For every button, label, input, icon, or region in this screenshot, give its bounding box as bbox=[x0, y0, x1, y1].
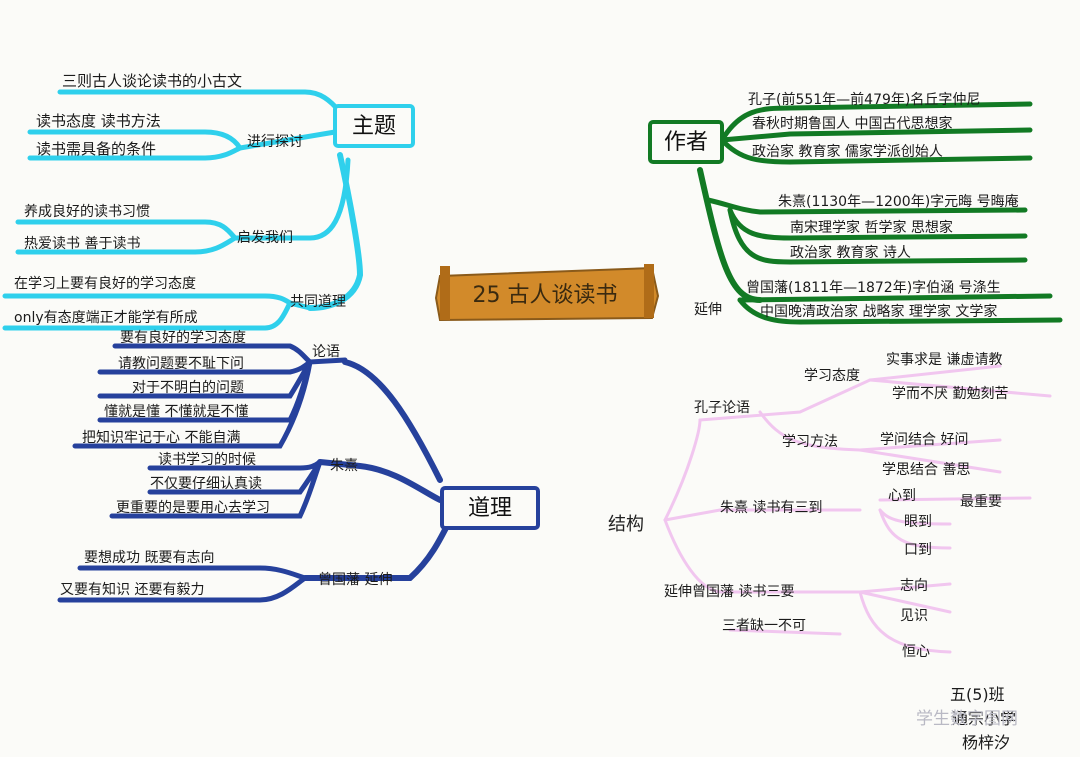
author-item-5: 政治家 教育家 诗人 bbox=[790, 244, 911, 261]
structure-item-7: 朱熹 读书有三到 bbox=[720, 499, 822, 516]
reason-hub-box bbox=[440, 486, 540, 530]
structure-item-6: 学思结合 善思 bbox=[882, 462, 970, 478]
theme-item-9: 共同道理 bbox=[290, 294, 346, 310]
structure-item-13: 三者缺一不可 bbox=[722, 618, 806, 634]
structure-item-9: 最重要 bbox=[960, 494, 1002, 510]
watermark: 学生数字图网 bbox=[916, 709, 1018, 729]
signature-class: 五(5)班 bbox=[950, 685, 1005, 704]
signature-name: 杨梓汐 bbox=[962, 733, 1010, 752]
structure-item-1: 学习态度 bbox=[804, 368, 860, 384]
structure-item-12: 延伸曾国藩 读书三要 bbox=[664, 583, 794, 600]
structure-hub: 结构 bbox=[608, 514, 644, 535]
author-item-4: 南宋理学家 哲学家 思想家 bbox=[790, 219, 953, 236]
reason-item-2: 对于不明白的问题 bbox=[132, 380, 244, 396]
theme-item-7: 在学习上要有良好的学习态度 bbox=[14, 276, 196, 292]
structure-item-15: 见识 bbox=[900, 608, 928, 624]
reason-item-4: 把知识牢记于心 不能自满 bbox=[82, 429, 240, 446]
center-scroll bbox=[434, 264, 660, 322]
signature-school: 通宗小学 bbox=[952, 709, 1016, 728]
author-item-6: 延伸 bbox=[694, 302, 722, 318]
structure-item-10: 眼到 bbox=[904, 514, 932, 530]
reason-item-12: 曾国藩 延伸 bbox=[318, 572, 392, 588]
author-item-7: 曾国藩(1811年—1872年)字伯涵 号涤生 bbox=[746, 280, 1001, 296]
author-item-2: 政治家 教育家 儒家学派创始人 bbox=[752, 143, 943, 160]
author-branches bbox=[697, 101, 1063, 325]
theme-item-4: 养成良好的读书习惯 bbox=[24, 203, 150, 220]
theme-branches bbox=[2, 89, 364, 331]
author-item-8: 中国晚清政治家 战略家 理学家 文学家 bbox=[760, 303, 997, 320]
structure-item-5: 学问结合 好问 bbox=[880, 432, 968, 448]
theme-item-3: 进行探讨 bbox=[247, 134, 303, 150]
theme-hub-box bbox=[333, 104, 415, 148]
reason-item-6: 读书学习的时候 bbox=[158, 451, 256, 468]
theme-item-5: 热爱读书 善于读书 bbox=[24, 235, 140, 252]
center-title: 25 古人谈读书 bbox=[473, 283, 618, 308]
structure-item-3: 学而不厌 勤勉刻苦 bbox=[892, 386, 1008, 402]
reason-item-9: 朱熹 bbox=[330, 458, 358, 474]
reason-item-1: 请教问题要不耻下问 bbox=[118, 356, 244, 372]
reason-item-8: 更重要的是要用心去学习 bbox=[116, 500, 270, 516]
author-hub-box bbox=[648, 120, 724, 164]
theme-item-6: 启发我们 bbox=[237, 230, 293, 246]
theme-item-8: only有态度端正才能学有所成 bbox=[14, 310, 198, 326]
reason-item-5: 论语 bbox=[312, 344, 340, 360]
theme-item-2: 读书需具备的条件 bbox=[36, 140, 156, 158]
author-hub: 作者 bbox=[664, 130, 708, 155]
author-item-3: 朱熹(1130年—1200年)字元晦 号晦庵 bbox=[778, 193, 1019, 210]
theme-hub: 主题 bbox=[352, 114, 396, 139]
reason-item-10: 要想成功 既要有志向 bbox=[84, 550, 214, 566]
structure-item-8: 心到 bbox=[888, 488, 916, 504]
author-item-1: 春秋时期鲁国人 中国古代思想家 bbox=[752, 115, 952, 132]
theme-item-1: 读书态度 读书方法 bbox=[36, 112, 161, 130]
structure-item-2: 实事求是 谦虚请教 bbox=[886, 352, 1002, 368]
structure-item-11: 口到 bbox=[904, 542, 932, 558]
reason-item-7: 不仅要仔细认真读 bbox=[150, 475, 262, 492]
structure-item-0: 孔子论语 bbox=[694, 400, 750, 416]
reason-item-0: 要有良好的学习态度 bbox=[120, 330, 246, 346]
structure-branches bbox=[663, 364, 1052, 654]
structure-item-14: 志向 bbox=[900, 578, 928, 594]
reason-item-3: 懂就是懂 不懂就是不懂 bbox=[104, 404, 248, 420]
structure-item-16: 恒心 bbox=[902, 644, 930, 660]
reason-hub: 道理 bbox=[468, 496, 512, 521]
theme-item-0: 三则古人谈论读书的小古文 bbox=[62, 72, 242, 90]
reason-branches bbox=[57, 343, 453, 603]
author-item-0: 孔子(前551年—前479年)名丘字仲尼 bbox=[748, 91, 980, 108]
reason-item-11: 又要有知识 还要有毅力 bbox=[60, 581, 204, 598]
structure-item-4: 学习方法 bbox=[782, 434, 838, 450]
